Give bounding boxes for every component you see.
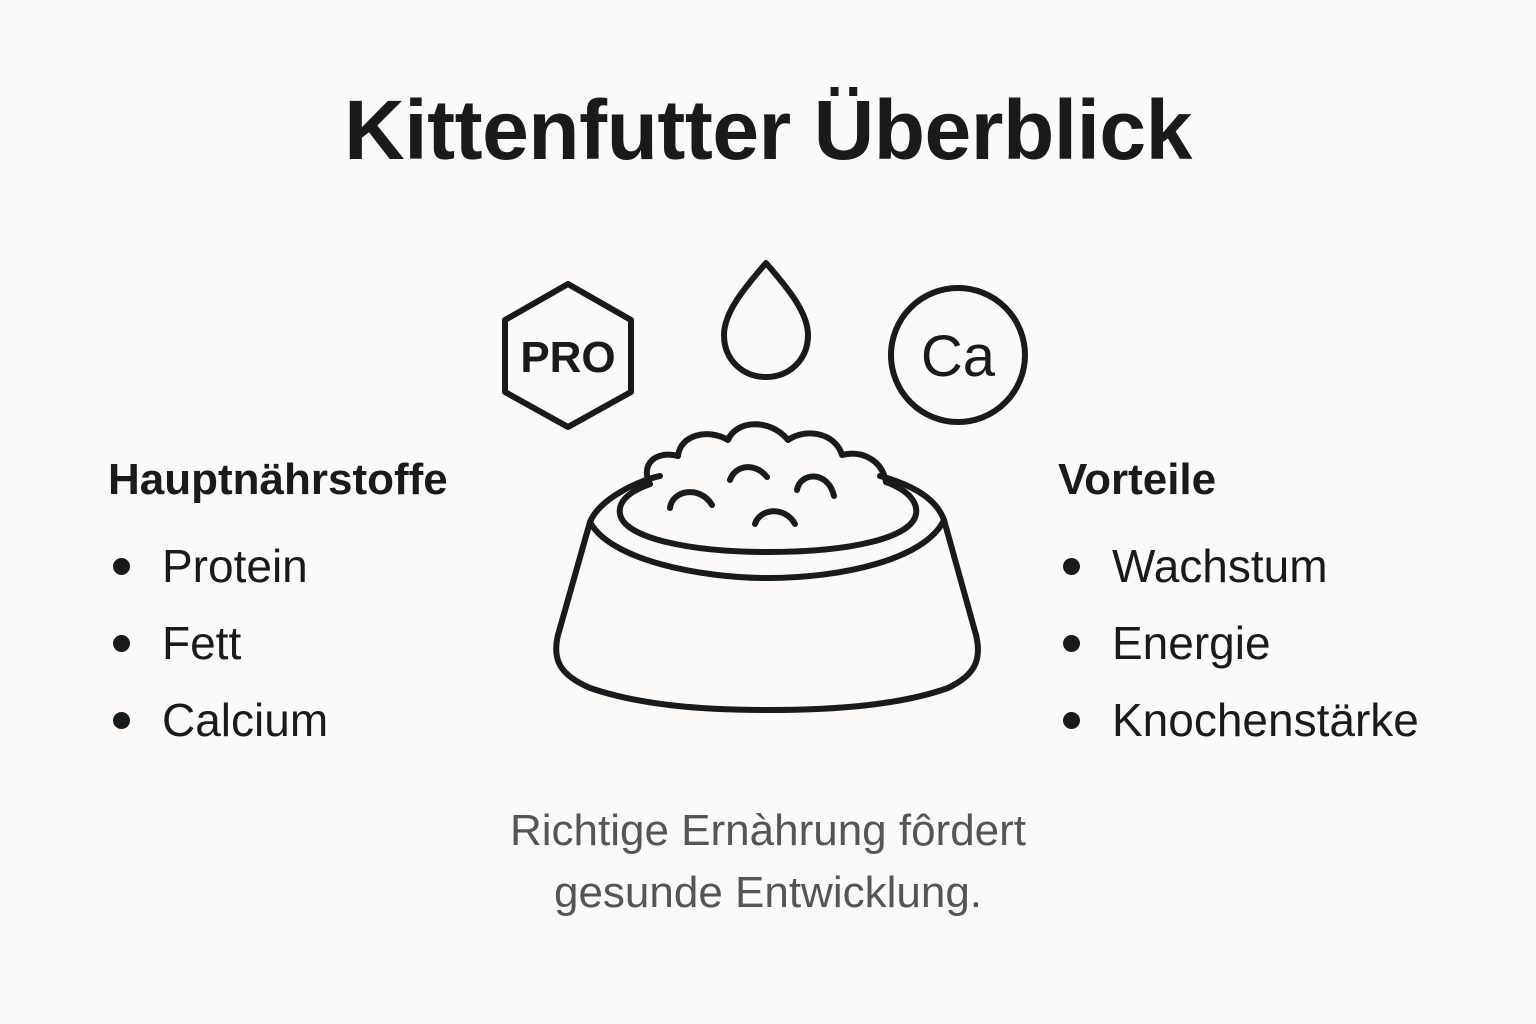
list-item: Protein [108, 528, 448, 605]
nutrients-section: Hauptnährstoffe Protein Fett Calcium [108, 452, 448, 759]
list-item: Energie [1058, 605, 1419, 682]
bullet-icon [1063, 635, 1080, 652]
benefits-heading: Vorteile [1058, 455, 1217, 504]
caption-line-1: Richtige Ernàhrung fôrdert [509, 806, 1027, 855]
protein-badge-text: PRO [520, 333, 615, 382]
protein-hexagon-icon [502, 281, 634, 430]
bullet-icon [113, 635, 130, 652]
list-item: Calcium [108, 682, 448, 759]
list-item: Wachstum [1058, 528, 1419, 605]
fat-drop-icon [721, 260, 811, 380]
bullet-icon [1063, 558, 1080, 575]
list-item: Knochenstärke [1058, 682, 1419, 759]
benefits-list: Wachstum Energie Knochenstärke [1058, 528, 1419, 759]
caption: Richtige Ernàhrung fôrdert gesunde Entwi… [0, 800, 1536, 924]
food-bowl-icon [553, 421, 981, 713]
benefits-section: Vorteile Wachstum Energie Knochenstärke [1058, 452, 1419, 759]
calcium-badge-text: Ca [921, 324, 996, 389]
bullet-icon [1063, 712, 1080, 729]
bullet-icon [113, 712, 130, 729]
calcium-circle-icon [888, 285, 1028, 425]
list-item: Fett [108, 605, 448, 682]
page-title: Kittenfutter Überblick [344, 83, 1192, 177]
illustration: PRO Ca [502, 260, 1028, 713]
nutrients-heading: Hauptnährstoffe [108, 455, 448, 504]
nutrients-list: Protein Fett Calcium [108, 528, 448, 759]
bullet-icon [113, 558, 130, 575]
caption-line-2: gesunde Entwicklung. [553, 868, 983, 917]
